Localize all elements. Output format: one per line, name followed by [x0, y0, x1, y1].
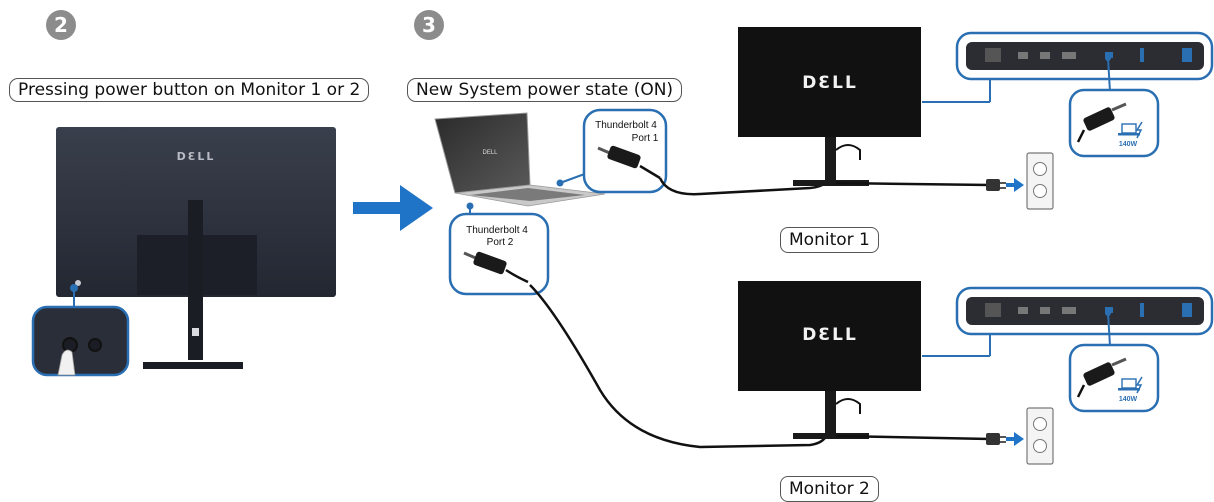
power-plug-2 — [986, 432, 1024, 446]
wall-outlet-2 — [1026, 407, 1054, 465]
monitor-2-power-rating: 140W — [1119, 396, 1138, 403]
step-3-number: 3 — [422, 13, 436, 37]
port-2-line1: Thunderbolt 4 — [466, 225, 528, 236]
monitor-rear-view: DƐLL — [56, 127, 336, 369]
step-3-caption: New System power state (ON) — [407, 78, 683, 102]
monitor-2-label: Monitor 2 — [780, 476, 879, 502]
monitor-1-tb4-callout: 140W — [1068, 88, 1160, 158]
power-button-callout — [31, 284, 130, 377]
monitor-1-label: Monitor 1 — [780, 227, 879, 253]
port-1-callout: Thunderbolt 4 Port 1 — [556, 108, 668, 194]
monitor-2-dell-logo: DƐLL — [802, 325, 858, 345]
svg-text:DELL: DELL — [482, 150, 498, 156]
step-2-caption: Pressing power button on Monitor 1 or 2 — [9, 78, 370, 102]
laptop: DELL — [434, 112, 606, 207]
tb4-cable-icon-1 — [597, 145, 661, 180]
laptop-power-icon-1 — [1118, 121, 1143, 139]
step-3-badge: 3 — [414, 10, 444, 40]
transition-arrow — [353, 185, 433, 231]
laptop-power-icon-2 — [1118, 376, 1143, 394]
monitor-1-dell-logo: DƐLL — [802, 73, 858, 93]
port-1-line2: Port 1 — [632, 133, 659, 144]
monitor-1-port-panel — [922, 31, 1214, 103]
tb4-cable-icon-2 — [463, 251, 529, 284]
wall-outlet-1 — [1026, 152, 1054, 210]
monitor-1-power-rating: 140W — [1119, 141, 1138, 148]
port-1-line1: Thunderbolt 4 — [595, 120, 657, 131]
rear-dell-logo: DƐLL — [177, 150, 216, 163]
monitor-2-port-panel — [922, 286, 1214, 357]
cable-to-monitor-2 — [529, 284, 830, 449]
monitor-2: DƐLL — [738, 281, 921, 439]
monitor-1: DƐLL — [738, 27, 921, 186]
port-2-callout: Thunderbolt 4 Port 2 — [448, 202, 550, 296]
step-2-number: 2 — [54, 13, 68, 37]
power-plug-1 — [986, 178, 1024, 192]
monitor-2-tb4-callout: 140W — [1068, 343, 1160, 413]
port-2-line2: Port 2 — [487, 237, 514, 248]
step-2-badge: 2 — [46, 10, 76, 40]
